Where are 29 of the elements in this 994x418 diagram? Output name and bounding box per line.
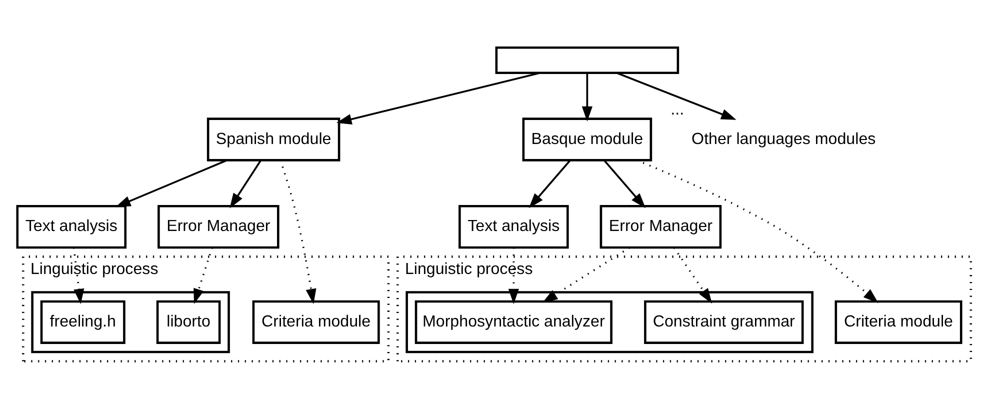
node-box: Text analysis [16,204,127,249]
node-box: Morphosyntactic analyzer [414,300,612,344]
arrow [336,72,540,124]
arrow [636,159,878,304]
node-box: freeling.h [40,300,126,344]
node-box: Error Manager [600,204,722,249]
arrow [508,248,519,304]
cluster [31,291,230,354]
arrow [280,160,316,304]
node-box: Error Manager [158,204,280,249]
node-label: ... [670,100,684,118]
arrow [115,160,228,208]
node-text: Other languages modules [692,130,876,148]
node-box: Text analysis [458,204,569,249]
node-box: Criteria module [834,300,962,344]
node-box [495,46,680,74]
arrow [194,247,213,304]
node-box: Constraint grammar [644,300,804,344]
arrow [230,160,262,208]
node-box: liborto [156,300,221,344]
node-box: Spanish module [206,118,340,162]
arrow [604,160,646,208]
node-box: Basque module [522,118,652,162]
arrow [542,246,630,303]
arrow [616,72,736,120]
node-box: Criteria module [252,300,380,344]
arrow [582,73,592,122]
arrow [673,247,712,304]
arrow [528,160,571,208]
